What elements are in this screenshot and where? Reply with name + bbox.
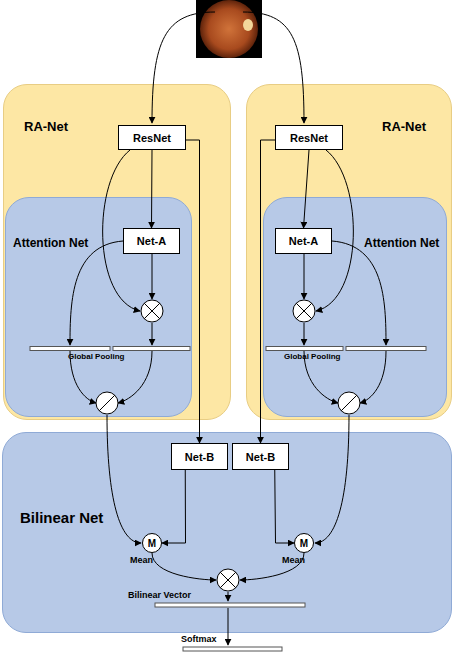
node-label: M <box>300 538 308 549</box>
multiply-symbol <box>217 569 239 591</box>
node-label: Net-A <box>289 235 318 247</box>
product-wire <box>304 323 305 345</box>
node-caption: Mean <box>282 555 305 565</box>
connector-arrow <box>151 150 153 228</box>
fundus-background <box>196 0 262 58</box>
multiply-symbol <box>141 300 163 322</box>
process-box: ResNet <box>275 125 343 150</box>
circle-outline <box>143 534 162 553</box>
node-label: Attention Net <box>364 236 439 250</box>
connector-arrow <box>275 470 294 543</box>
node-label: Net-A <box>137 235 166 247</box>
module-group: Bilinear NetNet-BNet-BMMeanMMean <box>2 432 452 633</box>
network-group: RA-NetResNetAttention Net Net-A <box>3 84 231 420</box>
fundus-image <box>200 0 258 58</box>
multiply-symbol <box>296 303 312 319</box>
node-label: RA-Net <box>382 119 426 134</box>
node-label: ResNet <box>133 132 171 144</box>
module-group: Attention Net Net-A <box>5 197 192 417</box>
module-group: Attention Net Net-A <box>263 197 447 417</box>
pooling-bar <box>346 347 426 351</box>
node-label: Net-B <box>246 451 275 463</box>
connector-arrow <box>304 150 310 228</box>
annotation-label: Global Pooling <box>284 352 340 361</box>
mean-wire <box>240 553 304 580</box>
softmax-wire <box>228 608 229 645</box>
softmax-bar <box>183 647 282 651</box>
divide-symbol <box>338 392 360 414</box>
optic-disc <box>243 19 253 31</box>
bilinear-vector-bar <box>155 603 305 607</box>
node-label: Net-B <box>185 451 214 463</box>
divide-symbol <box>99 395 115 411</box>
annotation-label: Global Pooling <box>68 352 124 361</box>
attention-wire <box>304 254 305 299</box>
network-group: RA-NetResNetAttention Net Net-A <box>246 84 452 420</box>
product-wire <box>152 323 153 345</box>
mean-circle: MMean <box>142 533 162 553</box>
annotation-label: Softmax <box>181 634 217 644</box>
attention-wire <box>332 241 386 345</box>
input-wire <box>152 12 215 123</box>
ratio-wire <box>315 415 349 543</box>
node-label: ResNet <box>290 132 328 144</box>
pool-wire <box>360 351 386 403</box>
attention-wire <box>152 254 153 299</box>
attention-wire <box>70 241 123 345</box>
process-box: Net-A <box>275 228 332 254</box>
node-label: M <box>148 538 156 549</box>
feature-wire <box>103 150 140 311</box>
connector-arrow <box>162 470 186 543</box>
pooling-bar <box>266 347 343 351</box>
pooling-bar <box>30 347 110 351</box>
node-label: Attention Net <box>13 236 88 250</box>
process-box: Net-B <box>232 443 289 470</box>
node-label: Bilinear Net <box>20 509 103 526</box>
circle-outline <box>295 534 314 553</box>
multiply-symbol <box>220 572 236 588</box>
connector-arrow <box>261 140 276 443</box>
mean-circle: MMean <box>294 533 314 553</box>
annotation-label: Bilinear Vector <box>128 590 191 600</box>
connector-arrow <box>186 140 200 443</box>
feature-wire <box>316 150 353 311</box>
process-box: Net-A <box>123 228 180 254</box>
multiply-symbol <box>144 303 160 319</box>
pooling-bar <box>113 347 190 351</box>
mean-wire <box>152 553 216 580</box>
input-wire <box>243 12 304 123</box>
node-label: RA-Net <box>24 119 68 134</box>
divide-symbol <box>341 395 357 411</box>
ratio-wire <box>107 415 141 543</box>
process-box: ResNet <box>118 125 186 150</box>
multiply-symbol <box>293 300 315 322</box>
divide-symbol <box>96 392 118 414</box>
bilinear-wire <box>228 592 229 601</box>
process-box: Net-B <box>171 443 228 470</box>
node-caption: Mean <box>130 555 153 565</box>
